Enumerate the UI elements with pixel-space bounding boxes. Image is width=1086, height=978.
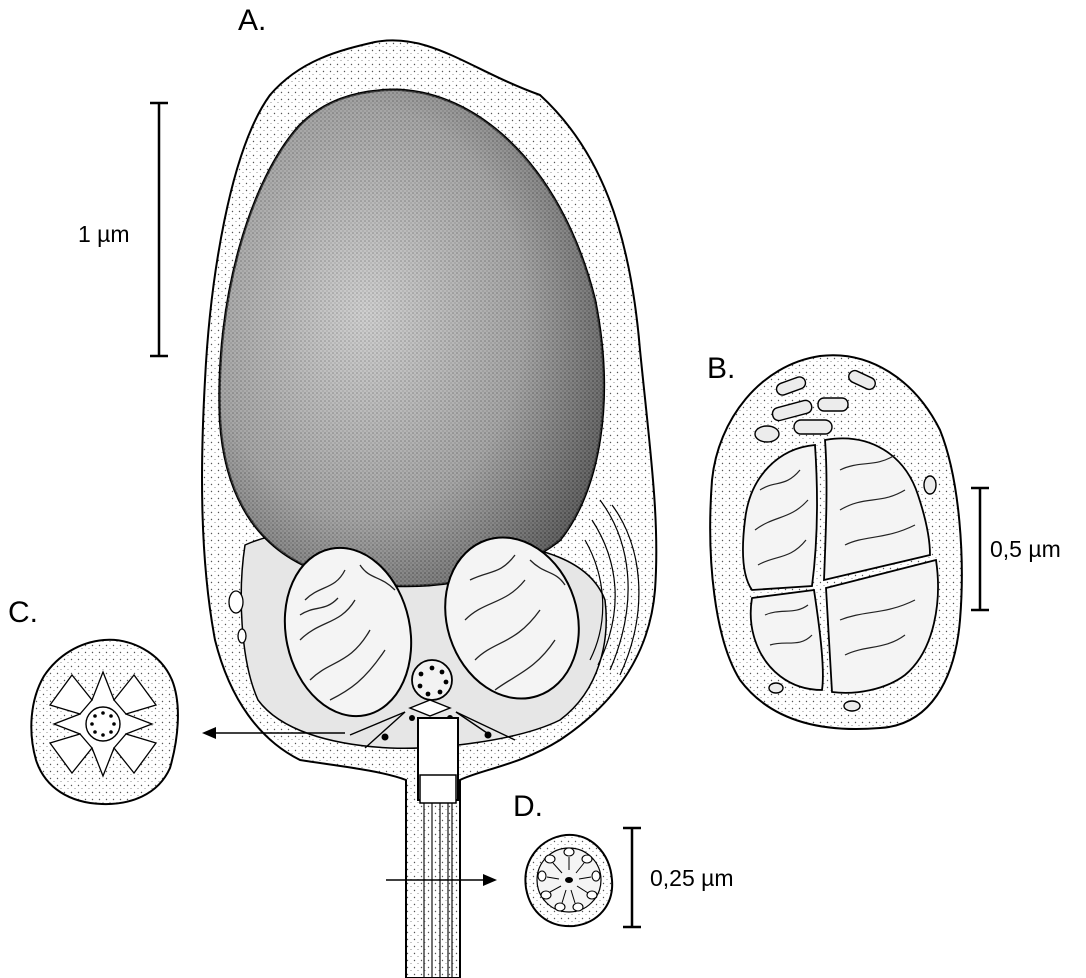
- panel-c-cross-section: [31, 640, 178, 804]
- scale-label-a: 1 µm: [78, 221, 130, 248]
- panel-label-d: D.: [513, 790, 543, 824]
- panel-b-cross-section: [710, 355, 962, 729]
- panel-label-a: A.: [238, 4, 266, 38]
- scale-label-b: 0,5 µm: [990, 536, 1061, 563]
- panel-label-c: C.: [8, 596, 38, 630]
- flagellum-collar: [420, 775, 456, 803]
- panel-label-b: B.: [707, 352, 735, 386]
- panel-a-cell: [202, 40, 656, 978]
- vesicle: [238, 629, 246, 643]
- scale-bar-b: [971, 488, 989, 610]
- arrow-to-c-head: [202, 727, 216, 739]
- arrow-to-d-head: [483, 874, 497, 886]
- scale-label-d: 0,25 µm: [650, 865, 734, 892]
- scale-bar-d: [623, 828, 641, 927]
- scale-bar-a: [150, 103, 168, 356]
- panel-d-cross-section: [525, 835, 612, 926]
- section-d-central-pair: [565, 877, 573, 883]
- vesicle: [229, 591, 243, 613]
